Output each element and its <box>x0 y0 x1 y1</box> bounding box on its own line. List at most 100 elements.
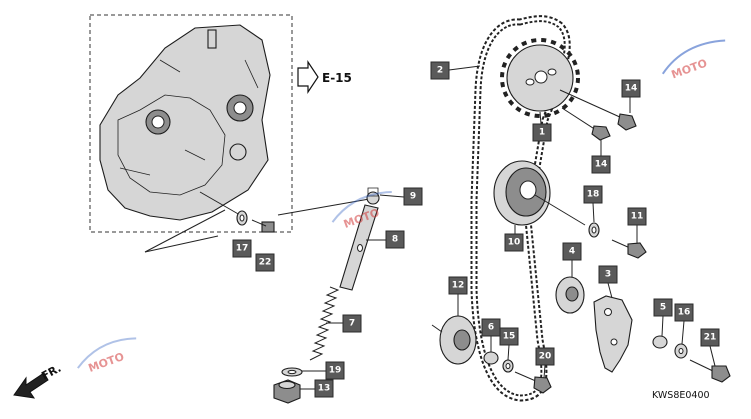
watermark-swoosh-icon-bottom <box>77 337 137 369</box>
callout-12: 12 <box>448 276 468 295</box>
callout-2: 2 <box>430 61 450 80</box>
front-label: FR. <box>39 362 63 383</box>
reference-arrow[interactable]: E-15 <box>297 60 352 94</box>
crankcase-body <box>99 24 271 221</box>
collar-5-shape <box>652 335 668 349</box>
tensioner-cap <box>366 187 405 205</box>
washer-15-hole <box>505 363 511 369</box>
front-direction: FR. <box>13 362 63 399</box>
tensioner-rod <box>339 204 386 291</box>
bolt-14-top-head <box>617 113 637 131</box>
washer-19 <box>281 367 326 377</box>
tensioner-cap-leader <box>379 194 405 198</box>
bolt-11-head <box>627 242 647 259</box>
callout-2-label: 2 <box>437 66 443 76</box>
washer-18-leader <box>592 202 595 223</box>
washer-18-hole <box>591 226 597 234</box>
crankcase-group <box>89 14 293 253</box>
washer-16-hole <box>678 348 684 354</box>
callout-15-label: 15 <box>503 332 516 342</box>
washer-16-leader <box>681 320 685 345</box>
callout-13: 13 <box>314 379 334 398</box>
tensioner-rod-hole <box>357 244 363 252</box>
cam-sprocket-leader <box>539 111 542 125</box>
tensioner-cap-top <box>367 187 379 197</box>
washer-17 <box>236 210 248 226</box>
callout-7-label: 7 <box>349 319 355 329</box>
roller-12 <box>431 294 477 365</box>
bolt-11-shank <box>611 239 631 249</box>
collar-5-leader <box>661 315 664 337</box>
callout-7: 7 <box>342 314 362 333</box>
callout-14-top: 14 <box>621 79 641 98</box>
washer-17-hole <box>239 214 245 222</box>
collar-6-shape <box>483 351 499 365</box>
crankcase-rib <box>119 59 259 176</box>
callout-9-label: 9 <box>410 192 416 202</box>
crankcase-bearing-right-inner <box>233 101 247 115</box>
bolt-14-bottom <box>561 107 611 156</box>
callout-18-label: 18 <box>587 190 600 200</box>
bolt-22-shank <box>251 219 267 227</box>
tensioner-arm-leader <box>607 282 613 299</box>
callout-14-bottom-label: 14 <box>595 160 608 170</box>
hollow-arrow-icon <box>297 60 319 94</box>
watermark-swoosh-icon-mid <box>331 191 392 223</box>
tensioner-arm <box>593 282 633 373</box>
diagram-code: KWS8E0400 <box>652 390 710 401</box>
washer-19-hole <box>287 369 297 375</box>
callout-18: 18 <box>583 185 603 204</box>
crankcase-boss <box>229 143 247 161</box>
callout-22: 22 <box>255 253 275 272</box>
callout-17: 17 <box>232 239 252 258</box>
crankcase-leader-1 <box>144 209 226 253</box>
callout-15: 15 <box>499 327 519 346</box>
washer-15 <box>502 344 514 373</box>
watermark-bottom: MOTO <box>77 337 137 375</box>
callout-21-label: 21 <box>704 333 717 343</box>
callout-20-label: 20 <box>539 352 552 362</box>
crankcase-leader-2 <box>144 235 219 253</box>
bolt-21-shank <box>689 359 716 373</box>
callout-14-bottom: 14 <box>591 155 611 174</box>
callout-6: 6 <box>481 318 501 337</box>
crankcase-bearing-left-inner <box>151 115 165 129</box>
tensioner-arm-body <box>593 295 633 373</box>
tensioner-cap-shape <box>366 191 380 205</box>
callout-10-label: 10 <box>508 238 521 248</box>
callout-4: 4 <box>562 242 582 261</box>
collar-6 <box>483 336 499 365</box>
roller-4-hub <box>565 286 579 302</box>
callout-17-label: 17 <box>236 244 249 254</box>
washer-18 <box>588 202 600 238</box>
washer-15-leader <box>507 344 510 361</box>
bolt-14-top <box>559 89 637 131</box>
callout-9: 9 <box>403 187 423 206</box>
bolt-20 <box>514 364 552 394</box>
reference-label: E-15 <box>322 71 352 85</box>
front-arrow-icon <box>13 372 49 399</box>
bolt-14-bottom-head <box>591 125 611 141</box>
cam-sprocket <box>500 38 580 125</box>
callout-8: 8 <box>385 230 405 249</box>
callout-11-label: 11 <box>631 212 644 222</box>
bolt-22 <box>251 219 275 233</box>
crankcase-leader-3 <box>199 191 241 216</box>
callout-1-label: 1 <box>539 128 545 138</box>
callout-1: 1 <box>532 123 552 142</box>
bolt-22-head <box>261 221 275 233</box>
callout-19-label: 19 <box>329 366 342 376</box>
callout-19: 19 <box>325 361 345 380</box>
bolt-21-leader <box>709 345 716 367</box>
callout-8-label: 8 <box>392 235 398 245</box>
cam-sprocket-hole-1 <box>525 78 535 86</box>
spring-coils <box>309 286 340 361</box>
crankcase-stud <box>207 29 217 49</box>
roller-12-hub <box>453 329 471 351</box>
crankcase-dashed-box <box>89 14 293 233</box>
tensioner-spring <box>309 286 343 361</box>
bolt-11 <box>611 225 647 259</box>
bolt-21 <box>689 345 731 383</box>
callout-16-label: 16 <box>678 308 691 318</box>
